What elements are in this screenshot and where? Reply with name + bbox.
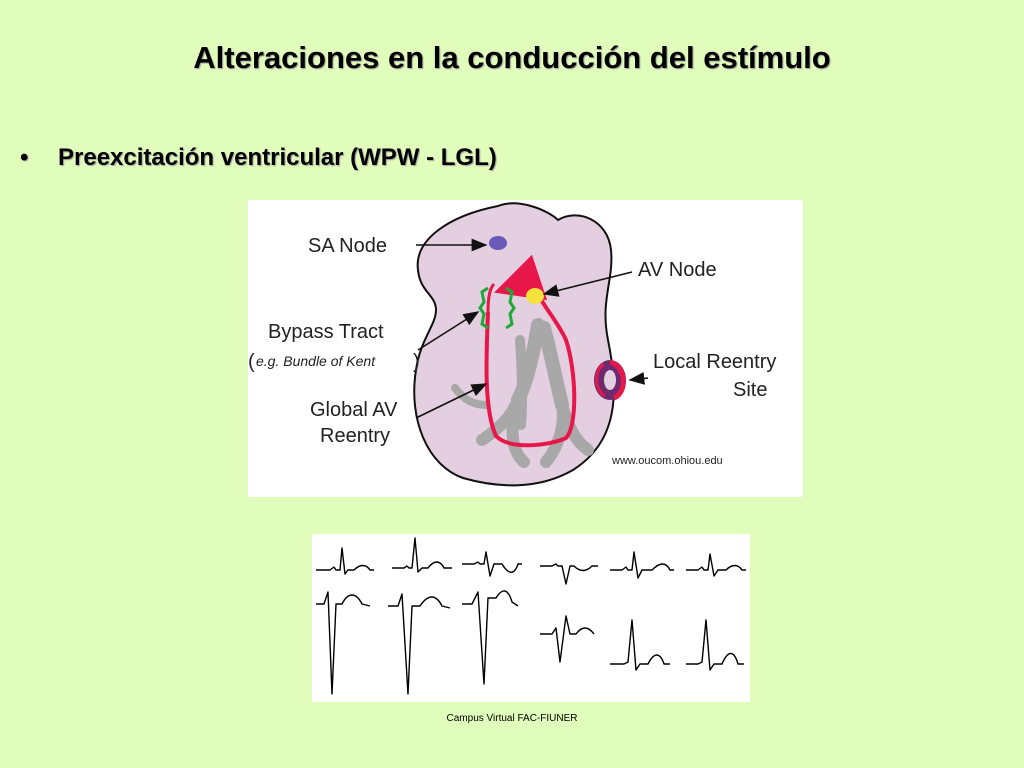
global-av-label-2: Reentry — [320, 425, 390, 447]
ecg-lead-10 — [540, 615, 595, 663]
sa-node-label: SA Node — [308, 235, 387, 257]
conduction-system — [451, 318, 594, 468]
ecg-lead-12 — [686, 619, 744, 671]
bypass-example-label: e.g. Bundle of Kent — [256, 353, 376, 369]
local-reentry-arrow — [628, 372, 649, 385]
ecg-lead-7 — [316, 591, 371, 695]
svg-text:(: ( — [248, 351, 255, 373]
ecg-lead-1 — [316, 547, 374, 575]
ecg-lead-9 — [462, 590, 519, 685]
ecg-lead-3 — [462, 551, 522, 577]
ecg-lead-8 — [388, 593, 451, 695]
ecg-lead-5 — [610, 551, 674, 579]
bypass-tract-label: Bypass Tract — [268, 321, 384, 343]
bullet-text: Preexcitación ventricular (WPW - LGL) — [58, 144, 497, 171]
ecg-strip — [312, 534, 750, 702]
heart-conduction-diagram: SA Node AV Node Bypass Tract ( e.g. Bund… — [248, 200, 803, 497]
bullet-item: • Preexcitación ventricular (WPW - LGL) — [20, 144, 497, 172]
source-url-label: www.oucom.ohiou.edu — [611, 455, 723, 467]
av-node-arrow — [542, 271, 633, 297]
global-reentry-arrow — [415, 383, 488, 419]
bypass-tract-arrow — [417, 311, 480, 351]
bullet-marker: • — [20, 144, 29, 171]
footer-credit: Campus Virtual FAC-FIUNER — [446, 713, 578, 724]
av-node-label: AV Node — [638, 259, 717, 281]
local-reentry-label-1: Local Reentry — [653, 351, 776, 373]
sa-node — [489, 236, 507, 250]
local-reentry-label-2: Site — [733, 379, 767, 401]
heart-diagram-svg: SA Node AV Node Bypass Tract ( e.g. Bund… — [248, 202, 776, 487]
ecg-lead-11 — [610, 619, 670, 671]
bypass-tract-brackets — [478, 286, 516, 330]
local-reentry-site — [594, 359, 626, 401]
ecg-lead-2 — [392, 537, 452, 573]
global-av-label-1: Global AV — [310, 399, 398, 421]
ecg-lead-6 — [686, 553, 746, 577]
ecg-traces-svg — [316, 537, 746, 695]
svg-text:): ) — [413, 351, 420, 373]
slide-title: Alteraciones en la conducción del estímu… — [193, 40, 831, 75]
av-node — [526, 288, 544, 304]
ecg-lead-4 — [540, 563, 598, 585]
